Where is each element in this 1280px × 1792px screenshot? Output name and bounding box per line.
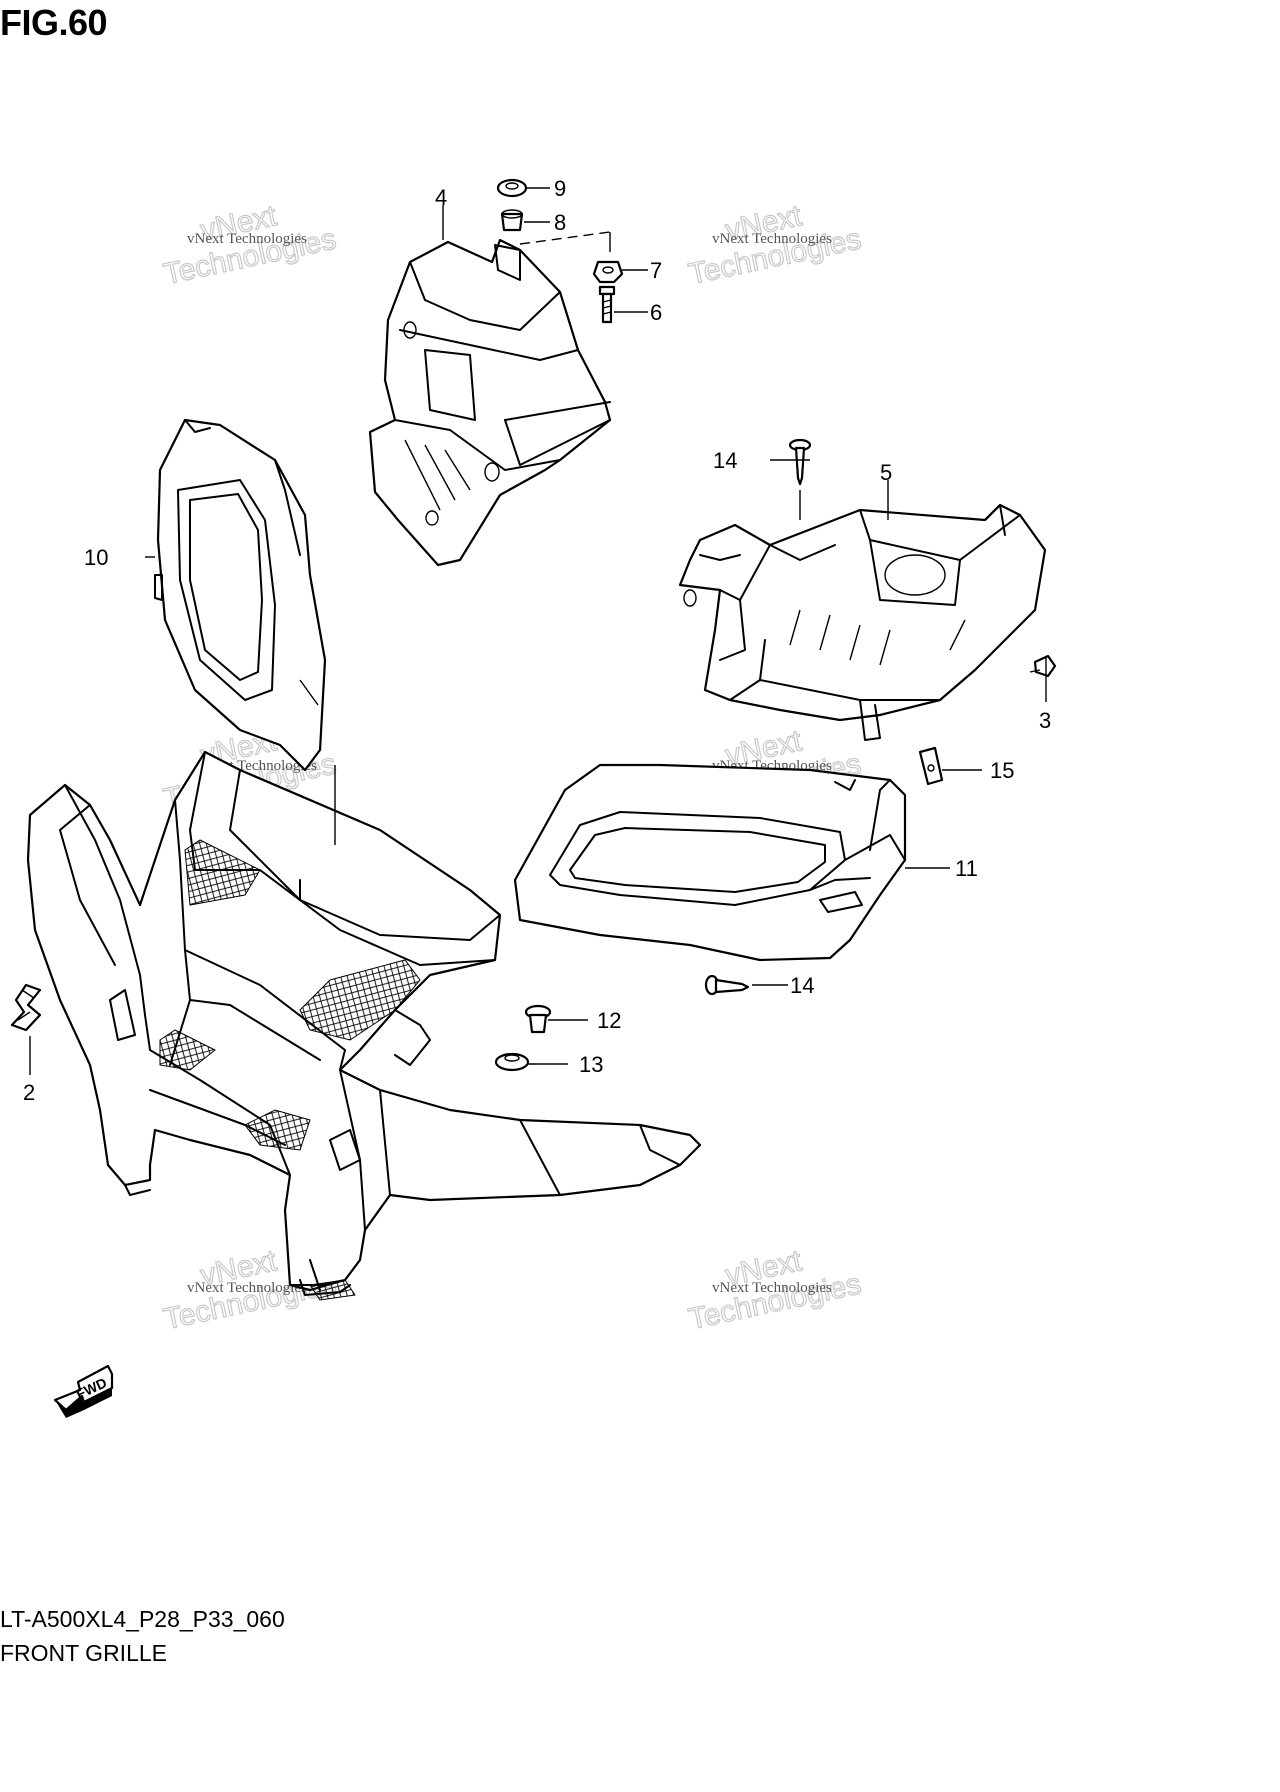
callout-8: 8 bbox=[554, 210, 566, 235]
callout-4: 4 bbox=[435, 185, 447, 210]
callout-3: 3 bbox=[1039, 708, 1051, 733]
part-10-headlight-frame bbox=[154, 418, 327, 772]
callout-11: 11 bbox=[955, 856, 978, 881]
part-6-bolt bbox=[598, 285, 616, 324]
callout-6: 6 bbox=[650, 300, 662, 325]
callout-12: 12 bbox=[597, 1008, 621, 1033]
part-13-grommet bbox=[494, 1052, 530, 1072]
callout-9: 9 bbox=[554, 176, 566, 201]
callout-13: 13 bbox=[579, 1052, 603, 1077]
part-9-grommet bbox=[496, 178, 528, 198]
fwd-arrow-icon: FWD bbox=[53, 1364, 114, 1418]
part-14-screw-top bbox=[788, 438, 812, 486]
callout-14-top: 14 bbox=[713, 448, 737, 473]
part-4-housing bbox=[368, 231, 612, 567]
leader-lines bbox=[29, 187, 1047, 1075]
part-8-collar bbox=[500, 209, 524, 232]
part-5-tray bbox=[678, 490, 1047, 741]
part-11-side-cover bbox=[513, 763, 907, 962]
part-7-nut bbox=[592, 260, 624, 284]
model-code: LT-A500XL4_P28_P33_060 bbox=[0, 1606, 285, 1632]
part-3-clip bbox=[1029, 654, 1057, 678]
callout-10: 10 bbox=[84, 545, 108, 570]
part-12-screw bbox=[524, 1004, 552, 1034]
callout-2: 2 bbox=[23, 1080, 35, 1105]
callout-5: 5 bbox=[880, 460, 892, 485]
figure-title: FIG.60 bbox=[0, 2, 108, 43]
callout-15: 15 bbox=[990, 758, 1014, 783]
part-14-screw-lower bbox=[704, 974, 750, 996]
figure-name: FRONT GRILLE bbox=[0, 1640, 167, 1666]
part-15-clip bbox=[918, 746, 944, 786]
callout-14-lower: 14 bbox=[790, 973, 814, 998]
watermark-text: vNext Technologies bbox=[712, 1280, 832, 1296]
part-2-emblem bbox=[10, 983, 42, 1032]
watermark-text: vNext Technologies bbox=[187, 231, 307, 247]
callout-7: 7 bbox=[650, 258, 662, 283]
part-1-front-grille bbox=[26, 750, 702, 1301]
watermark-text: vNext Technologies bbox=[187, 1280, 307, 1296]
watermark-text: vNext Technologies bbox=[712, 231, 832, 247]
